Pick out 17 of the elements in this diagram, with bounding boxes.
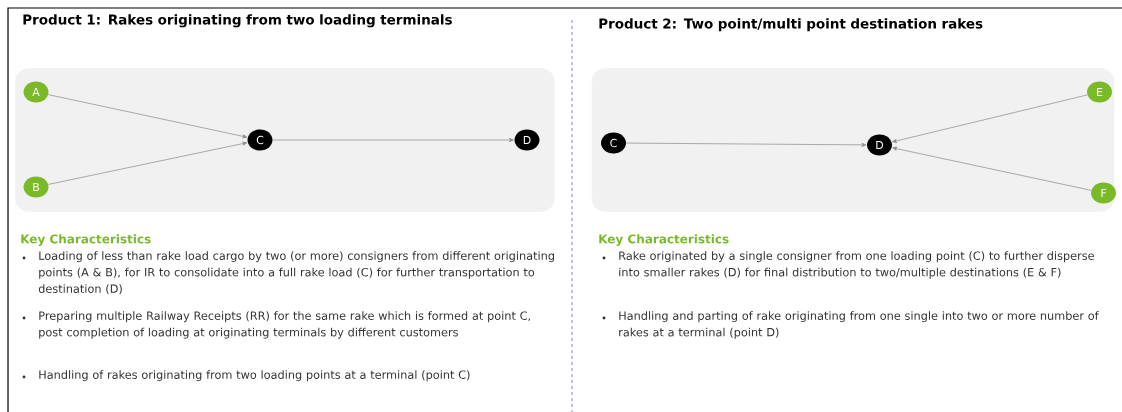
arrow [48, 141, 248, 185]
arrow [892, 94, 1088, 143]
bullet-text: Rake originated by a single consigner from one loading point (C) to further disperse into smaller rakes (D) for final distribution to two/multiple destinations (E & F) [619, 251, 1094, 279]
bullet-text: Loading of less than rake load cargo by two (or more) consigners from different originating points (A & B), for IR to consolidate into a full rake load (C) for further transportation to destination (D) [38, 251, 554, 295]
arrow [892, 146, 1092, 191]
diagram-panel [591, 67, 1115, 213]
bullet-text: Handling of rakes originating from two loading points at a terminal (point C) [39, 370, 470, 382]
diagram-panel [14, 67, 556, 213]
section-heading: Product 2: Two point/multi point destination rakes [599, 18, 983, 32]
arrow [48, 94, 248, 139]
bullet-text: Handling and parting of rake originating from one single into two or more number of rakes at a terminal (point D) [619, 311, 1099, 339]
section-heading: Product 1: Rakes originating from two loading terminals [23, 14, 452, 28]
arrow [625, 142, 867, 147]
subheading: Key Characteristics [599, 234, 729, 246]
bullet-text: Preparing multiple Railway Receipts (RR) for the same rake which is formed at point C, post completion of loading at originating terminals by different customers [39, 311, 531, 339]
subheading: Key Characteristics [21, 234, 151, 246]
arrow [272, 137, 514, 143]
